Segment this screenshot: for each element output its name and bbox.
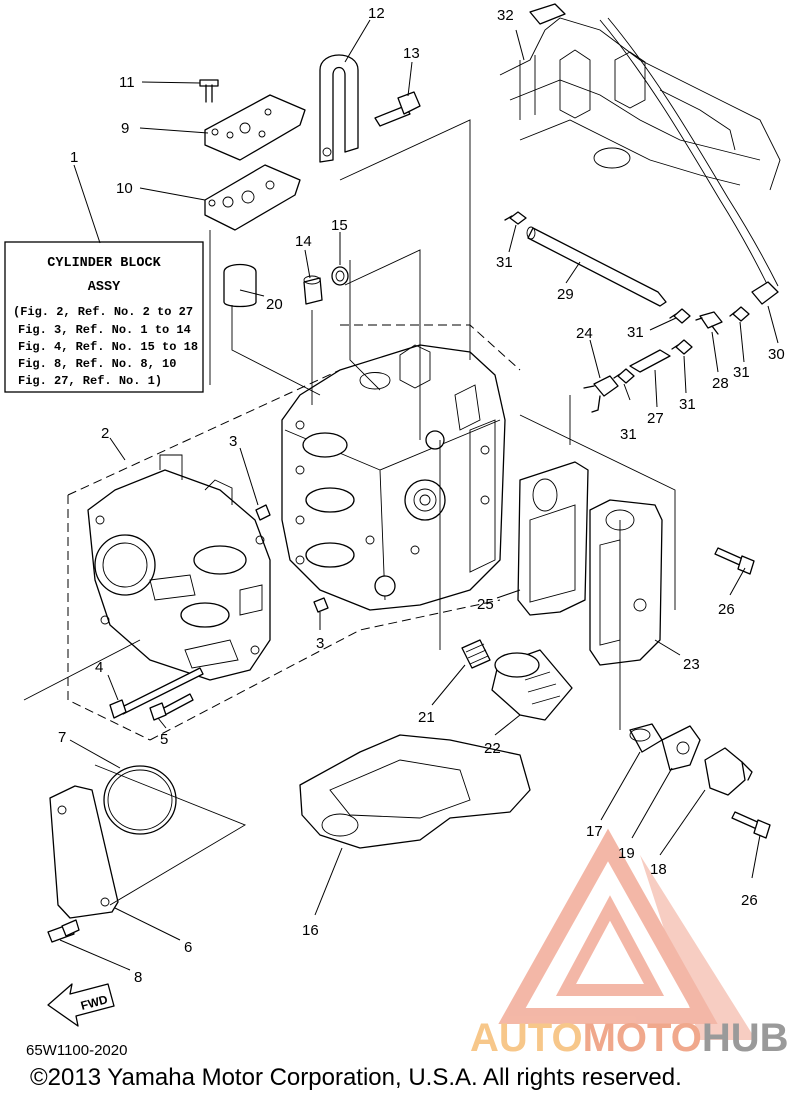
callout-32: 32 — [497, 7, 514, 24]
callout-23: 23 — [683, 656, 700, 673]
callout-26: 26 — [741, 892, 758, 909]
callout-5: 5 — [160, 731, 168, 748]
fwd-label: FWD — [79, 992, 109, 1013]
title-box-line: Fig. 4, Ref. No. 15 to 18 — [18, 340, 198, 354]
fwd-arrow-icon: FWD — [47, 983, 115, 1027]
assembly-outlines — [23, 119, 676, 906]
drawing-code: 65W1100-2020 — [26, 1042, 128, 1059]
leader-lines — [59, 19, 779, 971]
exhaust-cover-23 — [589, 499, 663, 666]
callout-11: 11 — [119, 74, 135, 91]
callout-16: 16 — [302, 922, 319, 939]
callout-31: 31 — [627, 324, 644, 341]
callout-31: 31 — [620, 426, 637, 443]
gasket-19 — [661, 725, 701, 771]
copyright-notice: ©2013 Yamaha Motor Corporation, U.S.A. A… — [30, 1064, 682, 1091]
callout-9: 9 — [121, 120, 129, 137]
callout-22: 22 — [484, 740, 501, 757]
bolts-26 — [714, 547, 771, 839]
callout-4: 4 — [95, 659, 103, 676]
watermark-logo — [498, 828, 756, 1040]
callout-27: 27 — [647, 410, 664, 427]
cylinder-block — [281, 344, 506, 611]
callout-7: 7 — [58, 729, 66, 746]
anode-20 — [223, 263, 257, 308]
callout-31: 31 — [733, 364, 750, 381]
oil-filter-22 — [491, 649, 573, 721]
callout-13: 13 — [403, 45, 420, 62]
callout-25: 25 — [477, 596, 494, 613]
callout-3: 3 — [316, 635, 324, 652]
title-box-line: Fig. 3, Ref. No. 1 to 14 — [18, 323, 191, 337]
gasket-25 — [517, 461, 589, 616]
callout-24: 24 — [576, 325, 593, 342]
crankcase-2 — [87, 454, 271, 681]
callout-17: 17 — [586, 823, 603, 840]
dowels-3 — [255, 504, 329, 613]
title-box-line: (Fig. 2, Ref. No. 2 to 27 — [13, 305, 193, 319]
callout-19: 19 — [618, 845, 635, 862]
callout-2: 2 — [101, 425, 109, 442]
callout-6: 6 — [184, 939, 192, 956]
callout-28: 28 — [712, 375, 729, 392]
part-29-pipe — [526, 226, 667, 307]
watermark-text: AUTOMOTOHUB — [470, 1016, 789, 1060]
part-30-hose — [751, 281, 779, 305]
callout-12: 12 — [368, 5, 385, 22]
callout-31: 31 — [679, 396, 696, 413]
callout-10: 10 — [116, 180, 133, 197]
clamps-31 — [504, 211, 750, 384]
strainer-21 — [461, 639, 491, 669]
callout-26: 26 — [718, 601, 735, 618]
washer-15 — [331, 266, 349, 286]
callout-numbers: 1 2 3 3 4 5 6 7 8 9 10 11 12 13 14 15 16… — [58, 5, 785, 986]
plates-9-10 — [199, 79, 306, 231]
bolt-8 — [47, 919, 80, 943]
thermostat-17 — [629, 723, 663, 753]
title-box-line: Fig. 8, Ref. No. 8, 10 — [18, 357, 176, 371]
callout-15: 15 — [331, 217, 348, 234]
callout-8: 8 — [134, 969, 142, 986]
title-box: CYLINDER BLOCK ASSY (Fig. 2, Ref. No. 2 … — [4, 241, 204, 393]
callout-21: 21 — [418, 709, 435, 726]
fittings — [583, 311, 723, 413]
callout-3: 3 — [229, 433, 237, 450]
callout-18: 18 — [650, 861, 667, 878]
bolts-4-5 — [109, 667, 204, 721]
o-ring-7 — [103, 765, 177, 835]
callout-31: 31 — [496, 254, 513, 271]
callout-30: 30 — [768, 346, 785, 363]
engine-housing-outline — [499, 3, 781, 291]
callout-29: 29 — [557, 286, 574, 303]
title-box-subtitle: ASSY — [88, 280, 121, 295]
cover-18 — [704, 747, 753, 796]
cover-6 — [49, 785, 119, 919]
callout-14: 14 — [295, 233, 312, 250]
callout-1: 1 — [70, 149, 78, 166]
bracket-12 — [319, 54, 421, 163]
gasket-16 — [299, 734, 531, 849]
title-box-line: Fig. 27, Ref. No. 1) — [18, 374, 162, 388]
title-box-title: CYLINDER BLOCK — [47, 256, 161, 271]
plug-14 — [303, 275, 323, 305]
callout-20: 20 — [266, 296, 283, 313]
